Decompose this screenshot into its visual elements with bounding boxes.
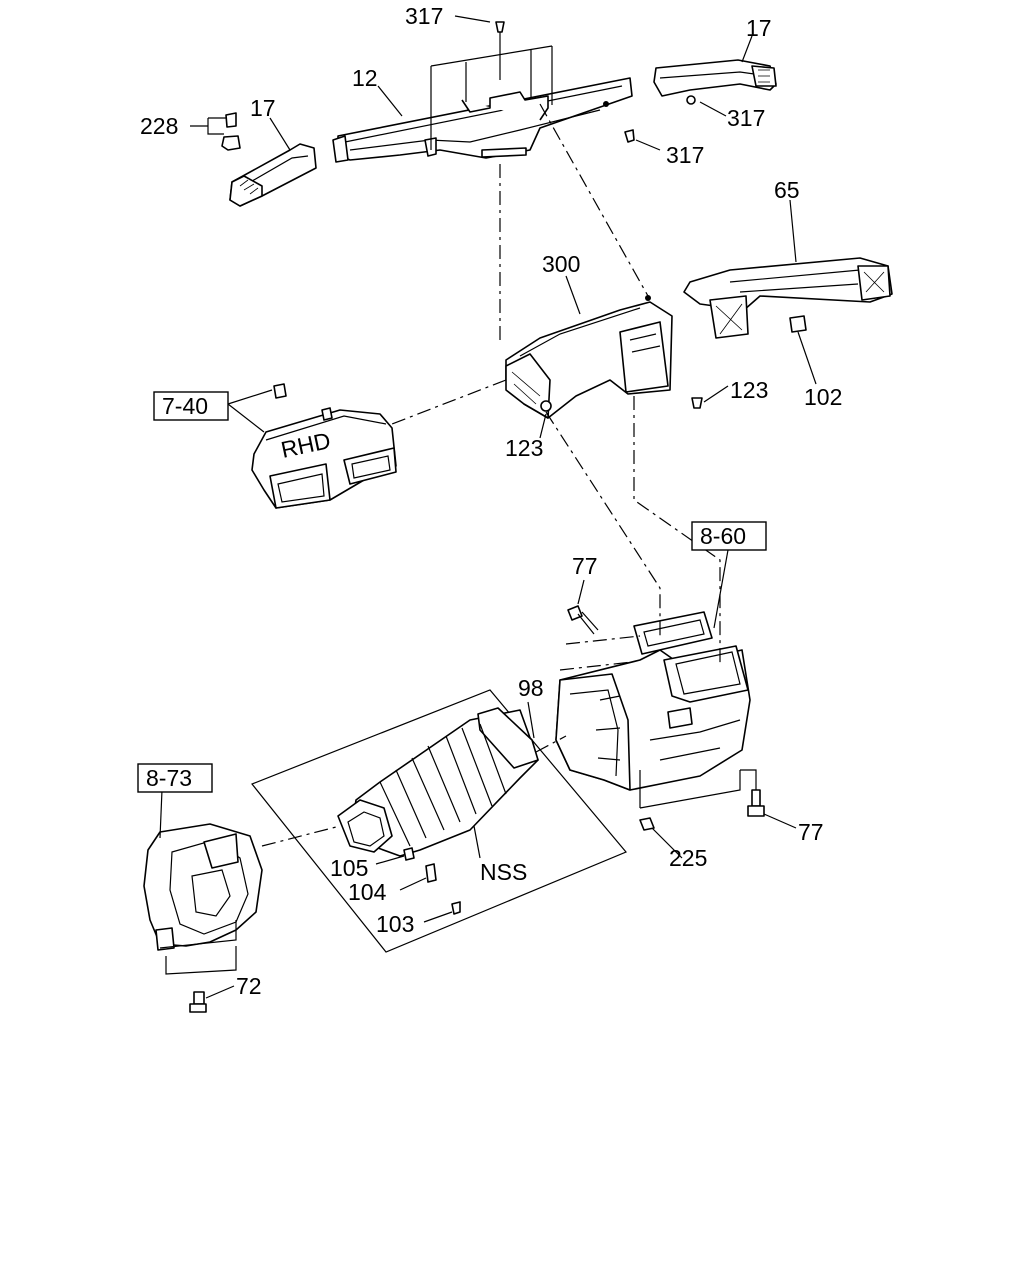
rear-duct-65 [683, 257, 893, 339]
callout-7-40: 7-40 [162, 393, 208, 419]
bracket-317 [430, 45, 553, 150]
assembly-line-3 [391, 379, 507, 425]
blower-fan-assembly [143, 823, 263, 951]
bolt-77-right [747, 789, 765, 817]
callout-105: 105 [330, 855, 368, 881]
heater-unit [555, 611, 751, 791]
callout-98: 98 [518, 675, 544, 701]
assembly-line-4 [545, 411, 661, 640]
bracket-77-right [639, 770, 741, 809]
side-duct-17-right [653, 59, 777, 97]
leader-lines [159, 15, 817, 999]
screw-317-right-1 [686, 95, 696, 105]
callout-225: 225 [669, 845, 707, 871]
vent-assembly-rhd [251, 383, 397, 509]
label-box-8-60 [691, 521, 767, 551]
callout-317-right-2: 317 [666, 142, 704, 168]
callout-12: 12 [352, 65, 378, 91]
callout-103: 103 [376, 911, 414, 937]
assembly-line-5 [633, 396, 721, 666]
callout-317-right-1: 317 [727, 105, 765, 131]
callout-102: 102 [804, 384, 842, 410]
label-box-7-40 [153, 391, 229, 421]
clip-123-right [691, 397, 703, 409]
label-box-8-73 [137, 763, 213, 793]
screw-317-right-2 [603, 101, 635, 143]
callout-77-right: 77 [798, 819, 824, 845]
callout-nss: NSS [480, 859, 527, 885]
callout-300: 300 [542, 251, 580, 277]
callout-8-60: 8-60 [700, 523, 746, 549]
clip-123-left [540, 400, 552, 412]
assembly-line-2 [539, 103, 649, 297]
bracket-72 [165, 946, 237, 975]
nss-frame [251, 689, 627, 953]
bolt-77-top [567, 605, 599, 635]
bolt-72 [189, 991, 207, 1013]
leader-77-right [740, 769, 757, 790]
callout-72: 72 [236, 973, 262, 999]
callout-77-top: 77 [572, 553, 598, 579]
callout-123-left: 123 [505, 435, 543, 461]
bolt-228 [207, 112, 241, 151]
screw-317-top [495, 21, 505, 33]
callout-228: 228 [140, 113, 178, 139]
callout-65: 65 [774, 177, 800, 203]
callout-17-left: 17 [250, 95, 276, 121]
callout-104: 104 [348, 879, 387, 905]
assembly-line-6 [261, 825, 341, 847]
side-duct-17-left [229, 143, 317, 207]
assembly-line-7 [535, 735, 567, 753]
defroster-duct-12 [332, 77, 633, 163]
center-duct-300 [505, 295, 673, 419]
callout-17-right: 17 [746, 15, 772, 41]
clip-102 [789, 315, 807, 333]
callout-317-top: 317 [405, 3, 443, 29]
intake-duct-98 [337, 707, 539, 915]
callout-8-73: 8-73 [146, 765, 192, 791]
nut-225 [639, 817, 655, 831]
callout-123-right: 123 [730, 377, 768, 403]
